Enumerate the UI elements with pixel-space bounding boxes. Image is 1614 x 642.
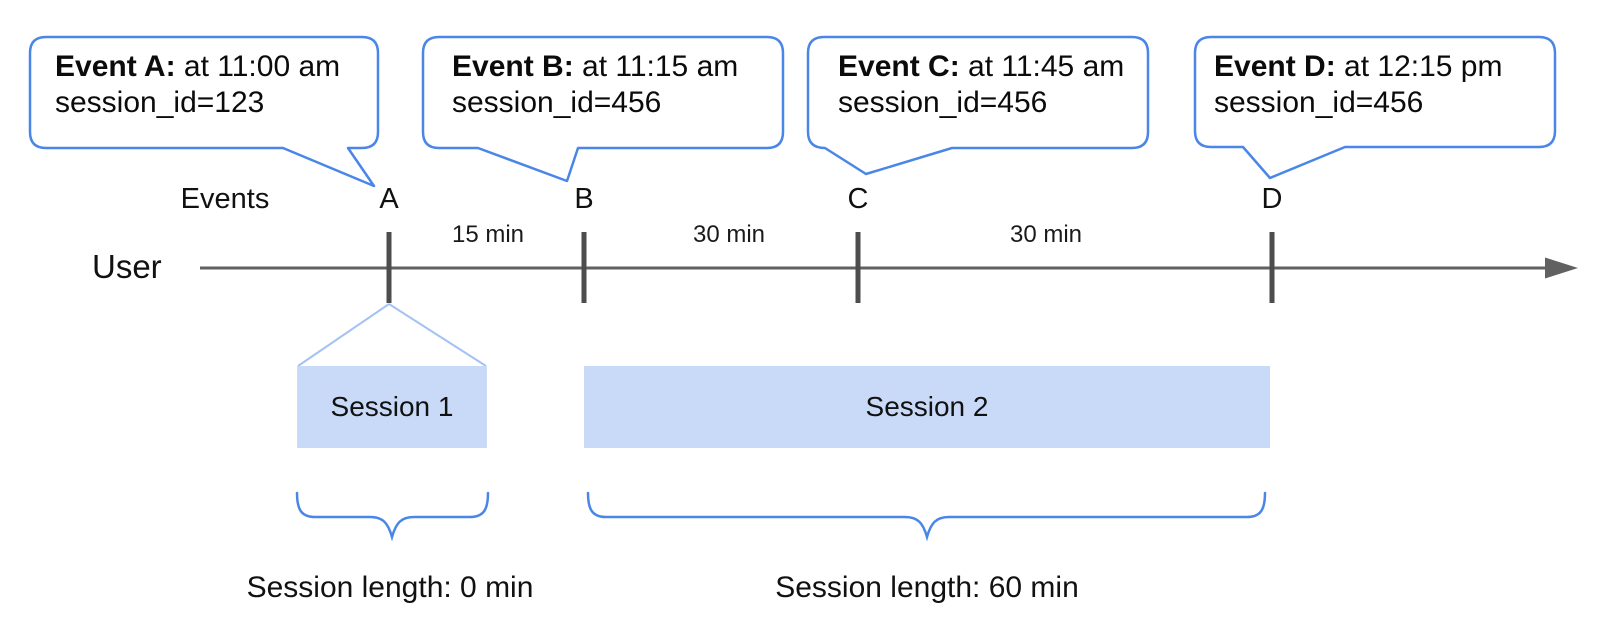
- event-mark-label-b: B: [574, 183, 594, 215]
- interval-label-c-d: 30 min: [1009, 221, 1083, 248]
- callout-event-b: Event B: at 11:15 am session_id=456: [452, 49, 738, 121]
- session-2-length-label: Session length: 60 min: [775, 571, 1079, 604]
- callout-event-a-name: Event A:: [55, 50, 176, 83]
- session-2-box: Session 2: [584, 366, 1270, 448]
- callout-event-c-title: Event C: at 11:45 am: [838, 49, 1124, 85]
- interval-label-a-b: 15 min: [451, 221, 525, 248]
- callout-event-b-name: Event B:: [452, 50, 574, 83]
- callout-event-d-session-id: session_id=456: [1214, 86, 1424, 119]
- callout-event-c-session-id: session_id=456: [838, 86, 1048, 119]
- event-d-callout-bubble: [1193, 35, 1557, 180]
- callout-event-a-time: at 11:00 am: [183, 50, 341, 83]
- interval-label-b-c: 30 min: [692, 221, 766, 248]
- callout-event-b-session-id: session_id=456: [452, 86, 662, 119]
- callout-event-d-title: Event D: at 12:15 pm: [1214, 49, 1502, 85]
- event-b-callout-bubble: [421, 35, 785, 183]
- event-mark-label-d: D: [1261, 183, 1283, 215]
- session-2-label: Session 2: [865, 391, 989, 422]
- callout-event-d-time: at 12:15 pm: [1344, 50, 1503, 83]
- session1-length-brace: [295, 491, 490, 542]
- user-axis-label: User: [92, 248, 162, 285]
- callout-event-a-session-id: session_id=123: [55, 86, 265, 119]
- event-c-callout-bubble: [806, 35, 1150, 176]
- callout-event-d-name: Event D:: [1214, 50, 1336, 83]
- session-1-box: Session 1: [297, 366, 487, 448]
- callout-event-a-title: Event A: at 11:00 am: [55, 49, 340, 85]
- timeline-arrowhead-icon: [1545, 257, 1578, 279]
- session2-length-brace: [586, 491, 1267, 542]
- session-1-label: Session 1: [330, 391, 454, 422]
- event-mark-label-a: A: [379, 183, 399, 215]
- callout-event-c-time: at 11:45 am: [968, 50, 1125, 83]
- event-mark-label-c: C: [847, 183, 869, 215]
- callout-event-c-name: Event C:: [838, 50, 960, 83]
- session-1-length-label: Session length: 0 min: [246, 571, 534, 604]
- callout-event-a: Event A: at 11:00 am session_id=123: [55, 49, 340, 121]
- callout-event-d: Event D: at 12:15 pm session_id=456: [1214, 49, 1502, 121]
- callout-event-c: Event C: at 11:45 am session_id=456: [838, 49, 1124, 121]
- event-a-callout-bubble: [28, 35, 380, 188]
- callout-event-b-title: Event B: at 11:15 am: [452, 49, 738, 85]
- session1-funnel-lines: [297, 303, 487, 367]
- events-row-label: Events: [180, 183, 270, 215]
- callout-event-b-time: at 11:15 am: [582, 50, 739, 83]
